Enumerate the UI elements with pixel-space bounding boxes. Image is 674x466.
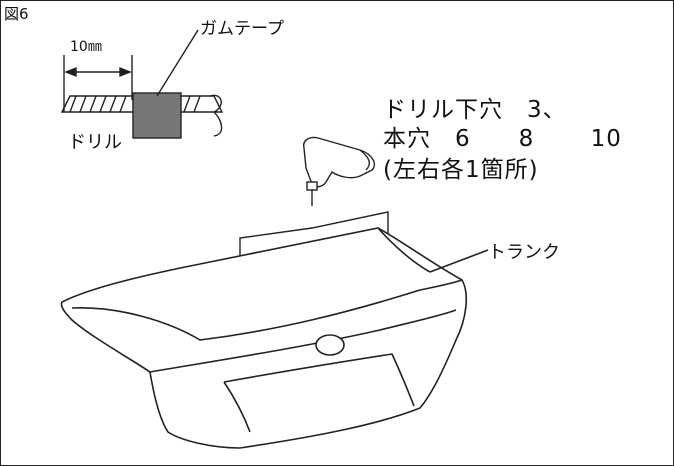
tape-block	[132, 92, 182, 139]
instruction-line-2: 本穴 6 8 10	[383, 126, 622, 152]
plate-recess-right	[223, 353, 415, 407]
trunk-lower-edge	[149, 309, 457, 373]
trunk-leader	[429, 249, 489, 273]
instruction-line-3: (左右各1箇所)	[383, 157, 539, 183]
dimension-label: 10㎜	[70, 39, 102, 55]
plate-recess-left	[223, 381, 251, 433]
trunk-crease	[71, 279, 463, 341]
emblem	[315, 334, 345, 356]
drill-bit-detail	[60, 29, 224, 139]
trunk-illustration	[60, 227, 489, 449]
trunk-label: トランク	[488, 242, 560, 263]
figure-label: 図6	[4, 5, 29, 23]
dim-arrow-right	[119, 66, 132, 78]
drill-icon	[303, 136, 376, 206]
trunk-outline	[60, 227, 468, 449]
drill-body	[303, 136, 376, 188]
drill-chuck	[306, 181, 318, 191]
tape-label: ガムテープ	[200, 19, 284, 39]
instruction-line-1: ドリル下穴 3、	[383, 97, 567, 123]
bit-shank	[209, 94, 223, 137]
drill-label: ドリル	[68, 132, 122, 153]
dim-arrow-left	[64, 66, 77, 78]
tape-leader	[156, 29, 199, 97]
